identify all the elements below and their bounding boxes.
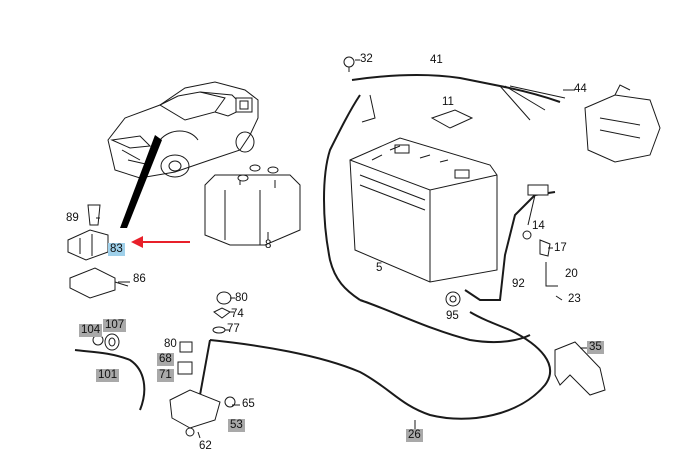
label-26[interactable]: 26 bbox=[406, 429, 423, 442]
label-32[interactable]: 32 bbox=[360, 53, 373, 65]
leader-strip bbox=[120, 135, 162, 228]
part-86 bbox=[69, 267, 116, 299]
label-62[interactable]: 62 bbox=[199, 440, 212, 452]
label-95[interactable]: 95 bbox=[446, 310, 459, 322]
cable-41 bbox=[351, 73, 561, 103]
label-104[interactable]: 104 bbox=[79, 324, 103, 337]
label-23[interactable]: 23 bbox=[568, 293, 581, 305]
part-35 bbox=[554, 341, 606, 396]
label-92[interactable]: 92 bbox=[512, 278, 525, 290]
label-77[interactable]: 77 bbox=[227, 323, 240, 335]
label-8[interactable]: 8 bbox=[265, 239, 272, 251]
label-44[interactable]: 44 bbox=[574, 83, 587, 95]
label-17[interactable]: 17 bbox=[554, 242, 567, 254]
cable-26 bbox=[209, 311, 551, 420]
part-89 bbox=[87, 204, 101, 226]
label-68[interactable]: 68 bbox=[157, 353, 174, 366]
label-80-left[interactable]: 80 bbox=[164, 338, 177, 350]
battery-5 bbox=[349, 137, 498, 283]
leader-lines bbox=[96, 59, 590, 439]
label-65[interactable]: 65 bbox=[242, 398, 255, 410]
label-53[interactable]: 53 bbox=[228, 419, 245, 432]
label-74[interactable]: 74 bbox=[231, 308, 244, 320]
label-83[interactable]: 83 bbox=[108, 243, 125, 256]
label-11[interactable]: 11 bbox=[442, 96, 454, 108]
selection-arrow bbox=[131, 236, 190, 248]
label-80-top[interactable]: 80 bbox=[235, 292, 248, 304]
label-107[interactable]: 107 bbox=[103, 319, 127, 332]
ground-clamp bbox=[169, 339, 236, 437]
label-101[interactable]: 101 bbox=[96, 369, 120, 382]
label-71[interactable]: 71 bbox=[157, 369, 174, 382]
label-41[interactable]: 41 bbox=[430, 54, 443, 66]
label-35[interactable]: 35 bbox=[587, 341, 604, 354]
part-11 bbox=[430, 109, 474, 129]
battery-pack-8 bbox=[204, 164, 301, 246]
part-83 bbox=[67, 229, 109, 261]
part-44 bbox=[584, 84, 661, 163]
car-illustration bbox=[107, 81, 259, 179]
label-89[interactable]: 89 bbox=[66, 212, 79, 224]
label-20[interactable]: 20 bbox=[565, 268, 578, 280]
cable-loop bbox=[323, 94, 361, 301]
label-86[interactable]: 86 bbox=[133, 273, 146, 285]
label-14[interactable]: 14 bbox=[532, 220, 545, 232]
label-5[interactable]: 5 bbox=[376, 262, 383, 274]
